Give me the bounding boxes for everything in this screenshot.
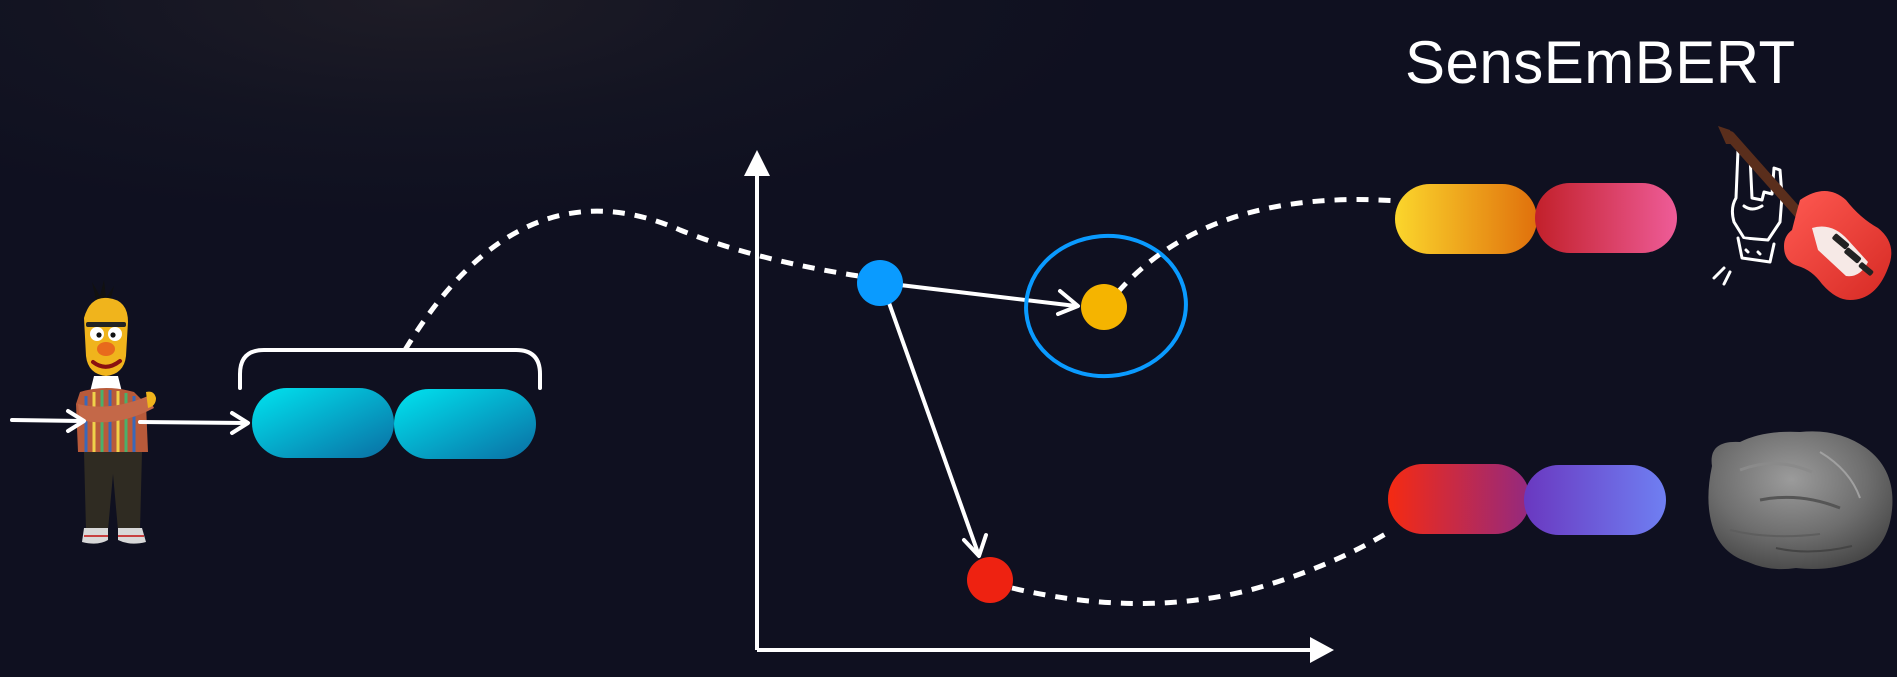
bert-character-icon: [76, 280, 156, 544]
arrow-to-stone-sense: [886, 298, 988, 558]
context-embedding-point: [857, 260, 903, 306]
dashed-connector-music: [1116, 197, 1399, 294]
vector-space-axes: [744, 150, 1334, 663]
embedding-bracket: [238, 348, 542, 390]
stone-sense-point: [967, 557, 1013, 603]
electric-guitar-icon: [1718, 126, 1892, 300]
dashed-connector-stone: [1011, 527, 1394, 606]
boulder-icon: [1708, 431, 1893, 570]
dashed-connector-context: [402, 208, 873, 352]
selected-sense-circle: [1024, 233, 1188, 379]
input-arrow-into-embedding: [138, 411, 250, 435]
slide-title: SensEmBERT: [1405, 29, 1796, 96]
input-arrow-into-bert: [10, 409, 86, 433]
input-embedding-vector: [252, 388, 536, 459]
music-sense-point: [1081, 284, 1127, 330]
rock-hand-icon: [1712, 148, 1784, 286]
arrow-to-music-sense: [898, 283, 1080, 316]
stone-sense-embedding-vector: [1388, 464, 1666, 535]
music-sense-embedding-vector: [1395, 183, 1677, 254]
